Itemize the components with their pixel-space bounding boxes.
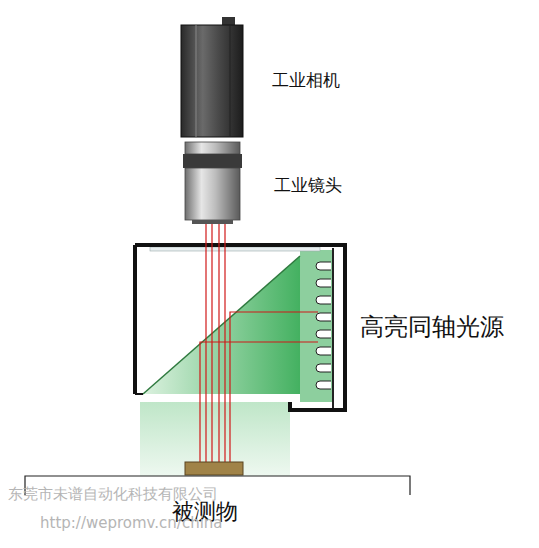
led [316,364,331,372]
led [316,262,331,270]
led [316,381,331,389]
camera-label: 工业相机 [272,71,340,90]
lens-label: 工业镜头 [274,176,342,195]
watermark: 东莞市未谱自动化科技有限公司 [8,486,218,503]
led [316,347,331,355]
led [316,330,331,338]
light-source-label: 高亮同轴光源 [360,314,504,340]
led [316,279,331,287]
watermark-url: http://wepromv.cn/china [40,515,223,532]
led [316,296,331,304]
led [316,313,331,321]
